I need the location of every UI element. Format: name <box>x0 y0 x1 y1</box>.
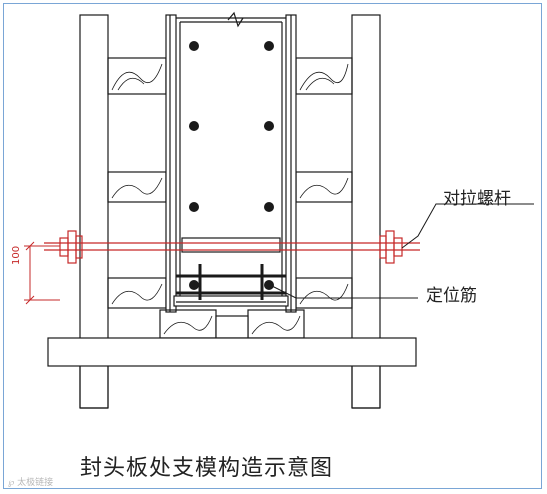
bottom-beam <box>47 337 417 367</box>
dimension-line <box>24 241 60 305</box>
diagram-title: 封头板处支模构造示意图 <box>80 456 334 481</box>
locating-rebar <box>176 264 286 300</box>
locating-rebar-callout: 定位筋 <box>426 286 477 306</box>
tie-bolt-leader <box>401 203 534 249</box>
diagram-frame <box>3 3 542 489</box>
left-form-board <box>165 14 177 313</box>
rebar-leader <box>269 284 418 299</box>
rebar-dots <box>189 41 274 290</box>
end-plate <box>181 237 281 253</box>
left-timber-blocks <box>107 57 167 309</box>
tie-bolt-callout: 对拉螺杆 <box>443 189 511 209</box>
watermark: ℘ 太极链接 <box>8 478 54 488</box>
tie-bolt <box>44 230 420 264</box>
dimension-label: 100 <box>11 245 22 265</box>
right-timber-blocks <box>295 57 353 309</box>
break-symbol <box>227 11 244 28</box>
